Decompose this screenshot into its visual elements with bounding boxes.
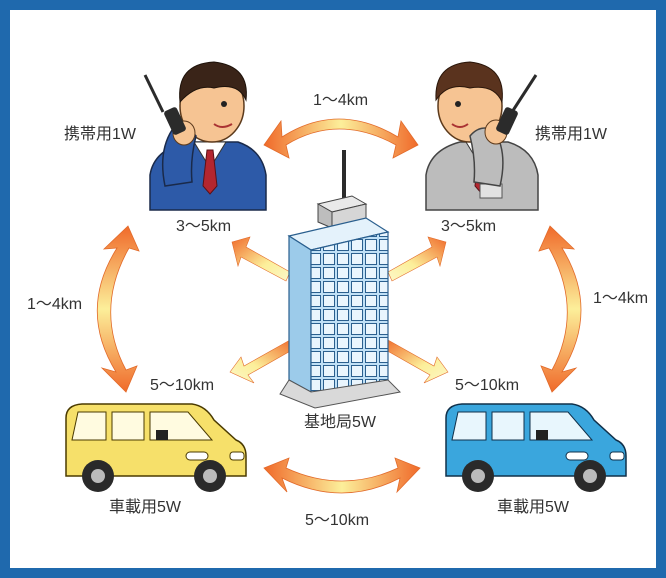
arrow-base-to-right-car — [383, 339, 449, 384]
car-right-icon — [445, 403, 627, 492]
link-label-person-right-to-base: 3〜5km — [441, 218, 497, 235]
arrow-base-to-right-person — [387, 236, 447, 282]
arrow-person-to-person — [263, 118, 419, 159]
person-left-icon — [143, 61, 267, 211]
node-label-base-station: 基地局5W — [304, 414, 377, 431]
link-label-base-to-car-left: 5〜10km — [150, 377, 215, 394]
arrow-car-to-car — [263, 457, 421, 494]
node-label-car-right: 車載用5W — [497, 499, 570, 516]
link-label-right-person-to-car: 1〜4km — [593, 290, 649, 307]
building-icon — [279, 150, 402, 409]
link-label-person-to-person: 1〜4km — [313, 92, 369, 109]
arrow-base-to-left-car — [229, 339, 295, 384]
link-label-base-to-car-right: 5〜10km — [455, 377, 520, 394]
link-label-person-left-to-base: 3〜5km — [176, 218, 232, 235]
arrow-base-to-left-person — [231, 236, 291, 282]
node-label-person-left: 携帯用1W — [64, 126, 137, 143]
car-left-icon — [65, 403, 247, 492]
node-label-person-right: 携帯用1W — [535, 126, 608, 143]
link-label-left-person-to-car: 1〜4km — [27, 296, 83, 313]
link-label-car-to-car: 5〜10km — [305, 512, 370, 529]
arrow-left-person-to-car — [96, 225, 140, 393]
person-right-icon — [425, 61, 539, 211]
node-label-car-left: 車載用5W — [109, 499, 182, 516]
arrow-right-person-to-car — [538, 225, 582, 393]
